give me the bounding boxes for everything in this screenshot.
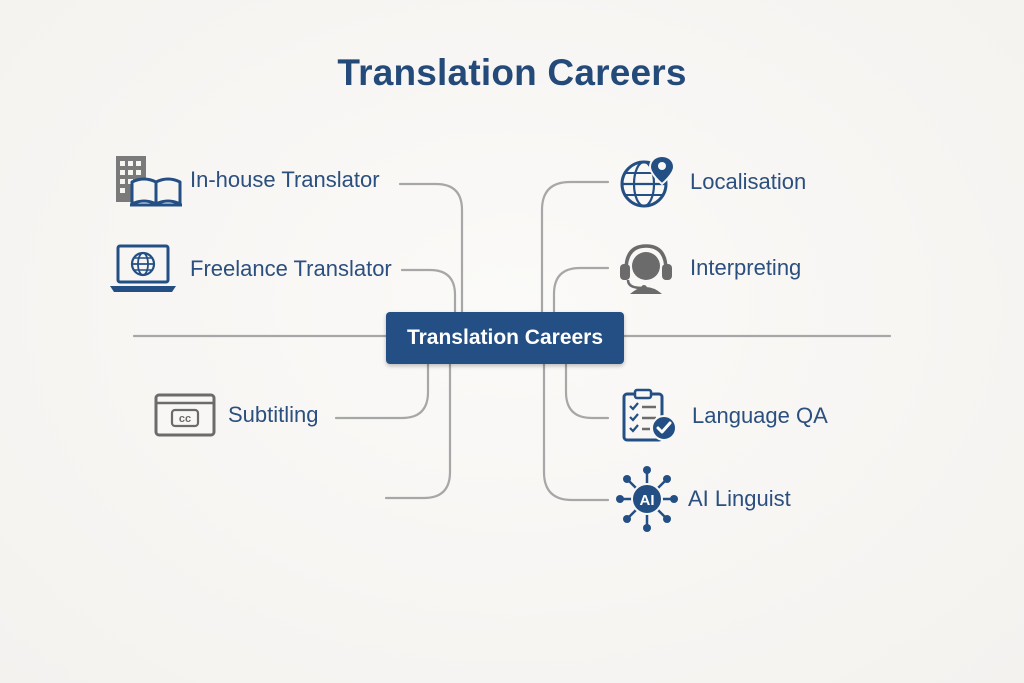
node-label: Language QA	[692, 403, 828, 428]
connector-freelance	[400, 268, 457, 314]
node-label: Localisation	[690, 169, 807, 194]
connector-in-house	[398, 182, 464, 314]
globe-pin-icon	[620, 154, 676, 208]
connector-subtitling	[334, 362, 430, 420]
svg-text:cc: cc	[179, 413, 191, 425]
node-ai-linguist: AI AI Linguist	[614, 464, 791, 534]
node-label: AI Linguist	[688, 486, 791, 511]
closed-caption-icon: cc	[154, 393, 216, 437]
connector-language-qa	[564, 362, 610, 420]
svg-text:AI: AI	[640, 492, 655, 509]
diagram-title: Translation Careers	[337, 52, 687, 93]
center-node: Translation Careers	[386, 312, 624, 364]
node-subtitling: cc Subtitling	[154, 392, 319, 438]
connector-empty-branch	[384, 362, 452, 500]
node-localisation: Localisation	[616, 154, 806, 210]
connector-localisation	[540, 180, 610, 314]
headset-icon	[620, 244, 672, 294]
connector-ai-linguist	[542, 362, 610, 502]
node-freelance-translator: Freelance Translator	[108, 242, 392, 296]
node-label: Subtitling	[228, 402, 319, 427]
node-language-qa: Language QA	[620, 388, 828, 444]
laptop-globe-icon	[110, 244, 176, 292]
ai-network-icon: AI	[616, 466, 678, 532]
node-label: In-house Translator	[190, 167, 380, 192]
node-in-house-translator: In-house Translator	[110, 152, 380, 208]
node-label: Freelance Translator	[190, 256, 392, 281]
checklist-icon	[622, 388, 677, 442]
connector-interpreting	[552, 266, 610, 314]
building-book-icon	[116, 156, 182, 207]
node-label: Interpreting	[690, 255, 802, 280]
node-interpreting: Interpreting	[614, 240, 801, 296]
